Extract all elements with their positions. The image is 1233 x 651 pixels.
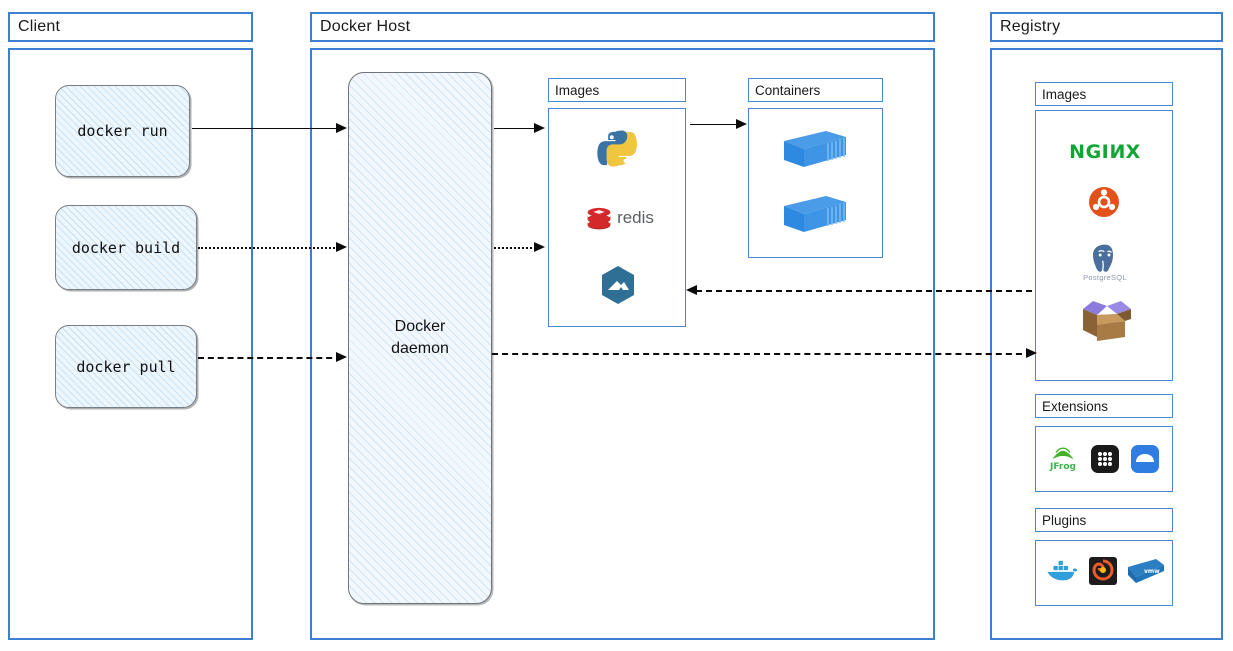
grid-app-icon xyxy=(1090,444,1120,474)
vmware-logo-icon: vmw xyxy=(1126,556,1166,586)
ubuntu-logo-icon xyxy=(1086,184,1122,220)
connector-daemon-to-images xyxy=(494,128,540,129)
arrowhead-run-to-daemon xyxy=(336,123,347,133)
shipping-container-icon xyxy=(778,190,852,238)
connector-daemon-to-registry xyxy=(492,353,1032,355)
panel-title-extensions: Extensions xyxy=(1035,394,1173,418)
command-box-docker-pull[interactable]: docker pull xyxy=(55,325,197,408)
panel-body-containers xyxy=(748,108,883,258)
command-label: docker build xyxy=(71,238,181,257)
region-label-registry: Registry xyxy=(1000,18,1061,35)
arrowhead-daemon-to-images xyxy=(534,123,545,133)
arrowhead-pull-to-daemon xyxy=(336,352,347,362)
region-label-docker-host: Docker Host xyxy=(320,18,411,35)
connector-images-to-containers xyxy=(690,124,742,125)
arrowhead-daemon-to-registry xyxy=(1026,348,1037,358)
region-label-client: Client xyxy=(18,18,61,35)
postgresql-logo-icon: PostgreSQL xyxy=(1076,240,1134,284)
command-box-docker-run[interactable]: docker run xyxy=(55,85,190,177)
svg-text:vmw: vmw xyxy=(1144,568,1160,575)
python-logo-icon xyxy=(592,125,642,173)
panel-label: Plugins xyxy=(1042,512,1087,528)
nginx-logo-text: NGINX xyxy=(1069,141,1141,163)
docker-whale-logo-icon xyxy=(1044,556,1080,586)
nginx-logo-icon: NGINX xyxy=(1060,138,1150,166)
connector-daemon-to-images-dotted xyxy=(494,247,540,249)
arrowhead-registry-to-images xyxy=(686,285,697,295)
command-box-docker-build[interactable]: docker build xyxy=(55,205,197,290)
panel-title-plugins: Plugins xyxy=(1035,508,1173,532)
redis-logo-text: redis xyxy=(617,208,654,227)
jfrog-logo-icon: JFrog xyxy=(1046,442,1080,476)
panel-title-containers: Containers xyxy=(748,78,883,102)
region-title-docker-host: Docker Host xyxy=(310,12,935,42)
connector-registry-to-images xyxy=(696,290,1032,292)
panel-label: Extensions xyxy=(1042,398,1109,414)
arrowhead-daemon-to-images-dotted xyxy=(534,242,545,252)
panel-label: Images xyxy=(555,82,600,98)
arrowhead-images-to-containers xyxy=(736,119,747,129)
region-title-client: Client xyxy=(8,12,253,42)
redis-logo-icon: redis xyxy=(580,200,660,236)
daemon-label-line2: daemon xyxy=(391,340,449,357)
grafana-logo-icon xyxy=(1088,556,1118,586)
panel-title-registry-images: Images xyxy=(1035,82,1173,106)
panel-label: Images xyxy=(1042,86,1087,102)
shipping-container-icon xyxy=(778,125,852,173)
open-box-icon xyxy=(1076,295,1136,347)
portainer-logo-icon xyxy=(595,262,641,308)
command-label: docker run xyxy=(77,122,168,140)
daemon-label-line1: Docker xyxy=(394,318,446,336)
connector-build-to-daemon xyxy=(198,247,342,249)
command-label: docker pull xyxy=(76,357,176,376)
panel-label: Containers xyxy=(755,82,821,98)
region-title-registry: Registry xyxy=(990,12,1223,42)
postgresql-logo-text: PostgreSQL xyxy=(1083,272,1127,282)
arrowhead-build-to-daemon xyxy=(336,242,347,252)
jfrog-logo-text: JFrog xyxy=(1050,461,1076,472)
connector-pull-to-daemon xyxy=(198,357,342,359)
blue-app-icon xyxy=(1130,444,1160,474)
docker-daemon-box[interactable]: Docker daemon xyxy=(348,72,492,604)
connector-run-to-daemon xyxy=(192,128,342,129)
panel-title-host-images: Images xyxy=(548,78,686,102)
